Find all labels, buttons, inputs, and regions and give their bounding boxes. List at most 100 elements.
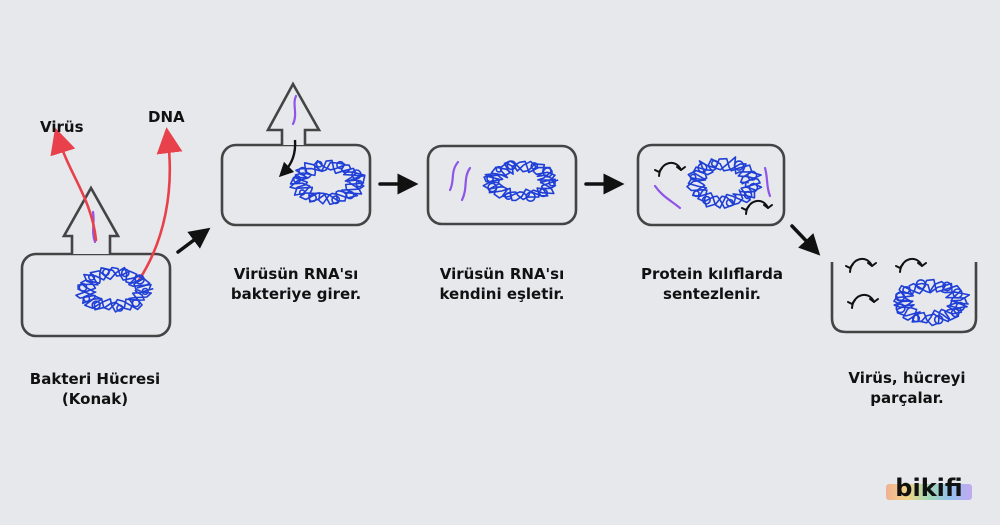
dna-coil bbox=[952, 288, 963, 299]
dna-coil bbox=[506, 160, 517, 171]
logo-color-band bbox=[886, 484, 972, 500]
rna-entry-stage bbox=[220, 81, 372, 227]
dna-coil bbox=[345, 190, 355, 200]
protein-coat-icon bbox=[654, 161, 686, 177]
lysis-stage bbox=[830, 257, 978, 334]
step2-caption: Virüsün RNA'sı kendini eşletir. bbox=[420, 264, 584, 304]
dna-coil bbox=[701, 195, 711, 205]
dna-coil bbox=[894, 291, 906, 302]
protein-coat-icon bbox=[895, 257, 927, 273]
dna-coil bbox=[895, 303, 906, 314]
dna-strand bbox=[687, 158, 761, 209]
caption-line: Protein kılıflarda bbox=[641, 265, 783, 283]
lysed-cell bbox=[830, 262, 978, 334]
protein-coat-icon bbox=[741, 199, 773, 215]
dna-coil bbox=[134, 274, 145, 285]
dna-coil bbox=[697, 162, 708, 173]
dna-coil bbox=[308, 193, 318, 203]
dna-strand bbox=[895, 282, 969, 324]
dna-loop bbox=[289, 159, 366, 206]
caption-line: Bakteri Hücresi bbox=[29, 370, 161, 388]
dna-coil bbox=[746, 170, 758, 181]
dna-coil bbox=[525, 191, 536, 203]
protein-synthesis-stage bbox=[636, 143, 786, 227]
caption-line: Virüsün RNA'sı bbox=[439, 265, 565, 283]
dna-loop bbox=[482, 160, 559, 203]
rna-copy-2 bbox=[460, 166, 472, 202]
virus-label: Virüs bbox=[40, 118, 84, 136]
caption-line: kendini eşletir. bbox=[439, 285, 565, 303]
dna-strand bbox=[289, 159, 365, 203]
dna-coil bbox=[710, 159, 719, 168]
host-cell-stage bbox=[20, 127, 183, 338]
protein-coat-icon bbox=[847, 293, 879, 309]
dna-loop bbox=[75, 266, 154, 313]
step1-caption: Virüsün RNA'sı bakteriye girer. bbox=[216, 264, 376, 304]
dna-coil bbox=[902, 285, 911, 294]
dna-coil bbox=[748, 182, 759, 193]
dna-coil bbox=[955, 301, 966, 312]
step-arrow-4 bbox=[790, 224, 821, 256]
dna-strand bbox=[293, 159, 366, 205]
cell-step3 bbox=[636, 143, 786, 227]
dna-coil bbox=[292, 175, 302, 184]
dna-coil bbox=[733, 160, 745, 171]
host-cell-caption: Bakteri Hücresi (Konak) bbox=[0, 369, 190, 409]
dna-coil bbox=[504, 192, 513, 200]
dna-coil bbox=[351, 169, 362, 180]
dna-loop bbox=[893, 278, 971, 327]
dna-coil bbox=[725, 198, 734, 207]
dna-coil bbox=[933, 314, 944, 325]
rna-step3-a bbox=[653, 184, 682, 210]
rna-entry-arrow bbox=[278, 139, 297, 178]
dna-strand bbox=[686, 157, 763, 208]
virus-pointer-arrow bbox=[50, 127, 98, 242]
dna-strand bbox=[893, 278, 968, 323]
rna-step3-b bbox=[763, 166, 772, 198]
caption-line: (Konak) bbox=[61, 390, 129, 408]
caption-line: parçalar. bbox=[870, 389, 944, 407]
dna-coil bbox=[941, 281, 952, 292]
step4-caption: Virüs, hücreyi parçalar. bbox=[832, 368, 982, 408]
virus-capsid-step1 bbox=[265, 81, 322, 145]
caption-line: Virüs, hücreyi bbox=[848, 369, 966, 387]
dna-coil bbox=[548, 179, 556, 187]
logo-text: bikifi bbox=[895, 474, 963, 502]
caption-line: bakteriye girer. bbox=[230, 285, 362, 303]
dna-coil bbox=[120, 268, 130, 278]
dna-coil bbox=[538, 188, 548, 198]
dna-coil bbox=[915, 279, 927, 290]
virus-rna-step1 bbox=[291, 94, 298, 126]
step-arrow-1 bbox=[176, 227, 211, 254]
dna-coil bbox=[102, 268, 110, 277]
dna-coil bbox=[298, 189, 306, 196]
dna-pointer-arrow bbox=[137, 127, 183, 282]
dna-coil bbox=[530, 162, 539, 170]
step3-caption: Protein kılıflarda sentezlenir. bbox=[620, 264, 804, 304]
caption-line: Virüsün RNA'sı bbox=[233, 265, 359, 283]
dna-coil bbox=[82, 295, 91, 303]
dna-loop bbox=[686, 156, 763, 209]
dna-coil bbox=[692, 190, 700, 198]
brand-logo: bikifi bbox=[884, 471, 974, 511]
dna-coil bbox=[331, 195, 341, 205]
dna-strand bbox=[893, 280, 971, 327]
dna-coil bbox=[542, 167, 553, 178]
dna-coil bbox=[298, 166, 308, 176]
dna-coil bbox=[486, 174, 494, 183]
dna-coil bbox=[315, 160, 323, 168]
dna-coil bbox=[495, 165, 503, 173]
dna-coil bbox=[116, 304, 124, 312]
dna-coil bbox=[87, 273, 96, 281]
virus-capsid bbox=[61, 185, 121, 254]
protein-coat-icon bbox=[845, 257, 877, 273]
dna-coil bbox=[743, 190, 753, 200]
dna-strand bbox=[80, 267, 154, 311]
dna-coil bbox=[336, 160, 345, 170]
dna-coil bbox=[78, 282, 88, 292]
dna-coil bbox=[91, 300, 101, 310]
dna-coil bbox=[355, 179, 363, 188]
dna-coil bbox=[131, 298, 141, 308]
dna-coil bbox=[487, 182, 498, 193]
